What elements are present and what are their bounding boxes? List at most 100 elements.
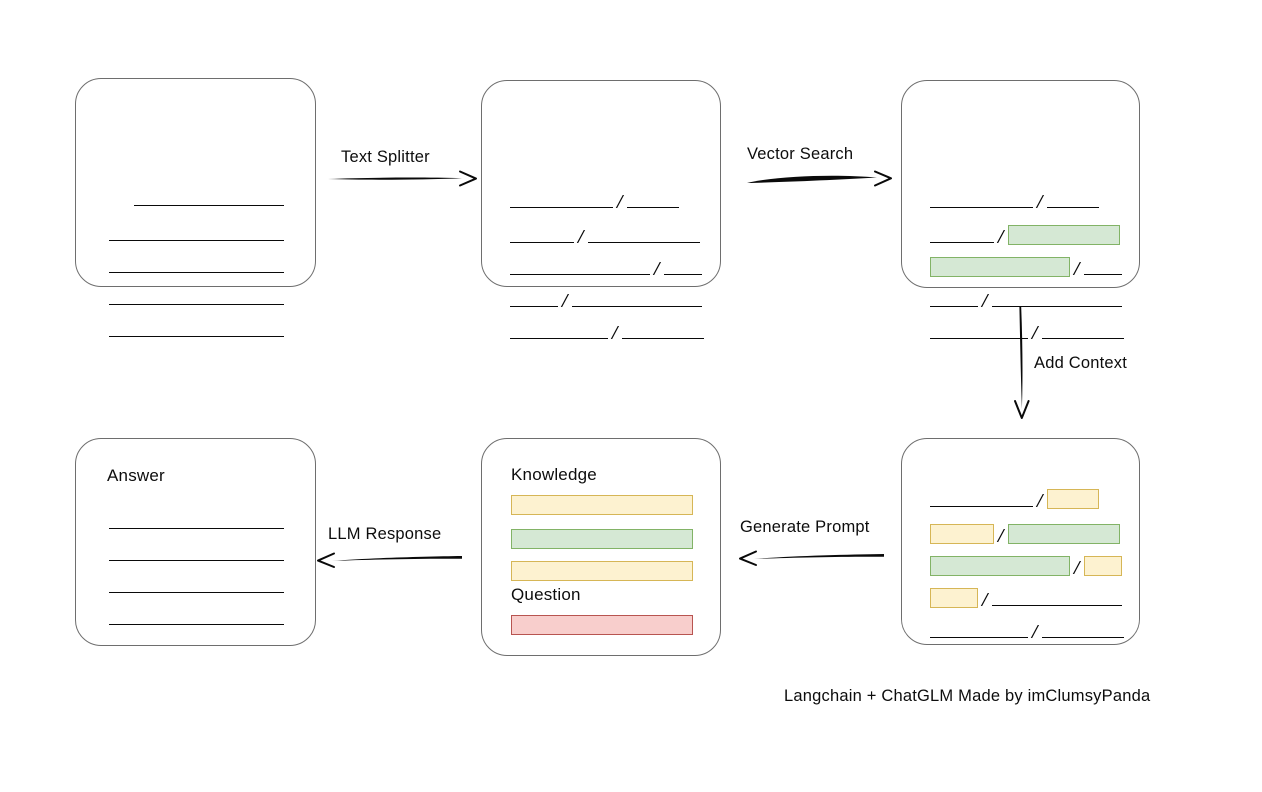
source-document-rows (76, 79, 315, 337)
text-line-segment (1041, 622, 1124, 638)
chunk-separator: / (998, 226, 1004, 248)
chunk-line: / (510, 285, 702, 312)
text-line-segment (109, 257, 284, 273)
chunk-line: / (930, 584, 1122, 611)
split-chunks-card[interactable]: / / / / / (481, 80, 721, 343)
arrow-generate-prompt (739, 550, 884, 566)
chunk-separator: / (1074, 557, 1080, 579)
text-line-segment (1041, 323, 1124, 339)
edge-label-generate-prompt: Generate Prompt (740, 518, 870, 536)
chunk-line: / (930, 485, 1099, 512)
text-line-segment (930, 323, 1028, 339)
arrow-llm-response (317, 552, 462, 568)
document-line (134, 184, 284, 206)
chunk-line: / (510, 221, 700, 248)
knowledge-bar (511, 561, 693, 581)
question-label: Question (511, 585, 581, 604)
text-line-segment (510, 192, 613, 208)
source-document-card[interactable] (75, 78, 316, 337)
edge-label-text-splitter: Text Splitter (341, 148, 430, 166)
text-line-segment (626, 192, 679, 208)
context-chunk-highlight (930, 524, 994, 544)
document-line (109, 315, 284, 337)
text-line-segment (109, 289, 284, 305)
text-line-segment (571, 291, 702, 307)
text-line-segment (1083, 259, 1122, 275)
retrieved-chunk-highlight (930, 257, 1070, 277)
edge-label-llm-response: LLM Response (328, 525, 442, 543)
answer-line (109, 507, 284, 529)
retrieved-chunk-highlight (1007, 225, 1120, 245)
text-line-segment (930, 227, 994, 243)
text-line-segment (587, 227, 700, 243)
chunk-separator: / (1032, 322, 1038, 344)
answer-label: Answer (107, 466, 165, 485)
chunk-separator: / (612, 322, 618, 344)
chunk-separator: / (617, 191, 623, 213)
context-chunks-card[interactable]: / / / / / (901, 438, 1140, 645)
text-line-segment (109, 225, 284, 241)
text-line-segment (621, 323, 704, 339)
retrieved-chunk-highlight (930, 556, 1070, 576)
context-chunks-rows: / / / / / (902, 439, 1139, 644)
knowledge-label: Knowledge (511, 465, 597, 484)
chunk-separator: / (998, 525, 1004, 547)
answer-line (109, 539, 284, 561)
chunk-line: / (510, 317, 704, 344)
text-line-segment (1046, 192, 1099, 208)
chunk-line: / (510, 186, 679, 213)
text-line-segment (510, 227, 574, 243)
text-line-segment (134, 190, 284, 206)
text-line-segment (109, 513, 284, 529)
split-chunks-rows: / / / / / (482, 81, 720, 343)
vector-hits-card[interactable]: / / / / / (901, 80, 1140, 343)
text-line-segment (510, 259, 650, 275)
chunk-line: / (930, 616, 1124, 643)
text-line-segment (109, 577, 284, 593)
text-line-segment (510, 291, 558, 307)
document-line (109, 219, 284, 241)
retrieved-chunk-highlight (1007, 524, 1120, 544)
text-line-segment (930, 491, 1033, 507)
chunk-separator: / (562, 290, 568, 312)
vector-hits-rows: / / / / / (902, 81, 1139, 343)
diagram-caption: Langchain + ChatGLM Made by imClumsyPand… (784, 687, 1151, 705)
answer-line (109, 571, 284, 593)
document-line (109, 283, 284, 305)
chunk-line: / (930, 520, 1120, 547)
chunk-separator: / (1037, 191, 1043, 213)
text-line-segment (930, 622, 1028, 638)
arrow-text-splitter (328, 170, 477, 187)
text-line-segment (109, 321, 284, 337)
text-line-segment (510, 323, 608, 339)
chunk-line: / (930, 221, 1120, 248)
prompt-card[interactable]: Knowledge Question (481, 438, 721, 656)
text-line-segment (930, 192, 1033, 208)
context-chunk-highlight (1046, 489, 1099, 509)
chunk-line: / (930, 317, 1124, 344)
chunk-separator: / (982, 290, 988, 312)
chunk-separator: / (578, 226, 584, 248)
answer-rows (76, 439, 315, 645)
chunk-separator: / (1074, 258, 1080, 280)
edge-label-add-context: Add Context (1034, 354, 1128, 372)
answer-card[interactable]: Answer (75, 438, 316, 646)
chunk-separator: / (654, 258, 660, 280)
answer-line (109, 603, 284, 625)
question-bar (511, 615, 693, 635)
chunk-line: / (930, 552, 1122, 579)
chunk-separator: / (982, 589, 988, 611)
text-line-segment (991, 291, 1122, 307)
context-chunk-highlight (930, 588, 978, 608)
text-line-segment (109, 545, 284, 561)
chunk-separator: / (1037, 490, 1043, 512)
knowledge-bar (511, 495, 693, 515)
text-line-segment (663, 259, 702, 275)
edge-label-vector-search: Vector Search (747, 145, 854, 163)
text-line-segment (109, 609, 284, 625)
context-chunk-highlight (1083, 556, 1122, 576)
chunk-separator: / (1032, 621, 1038, 643)
arrow-vector-search (747, 170, 892, 187)
chunk-line: / (930, 253, 1122, 280)
chunk-line: / (930, 285, 1122, 312)
